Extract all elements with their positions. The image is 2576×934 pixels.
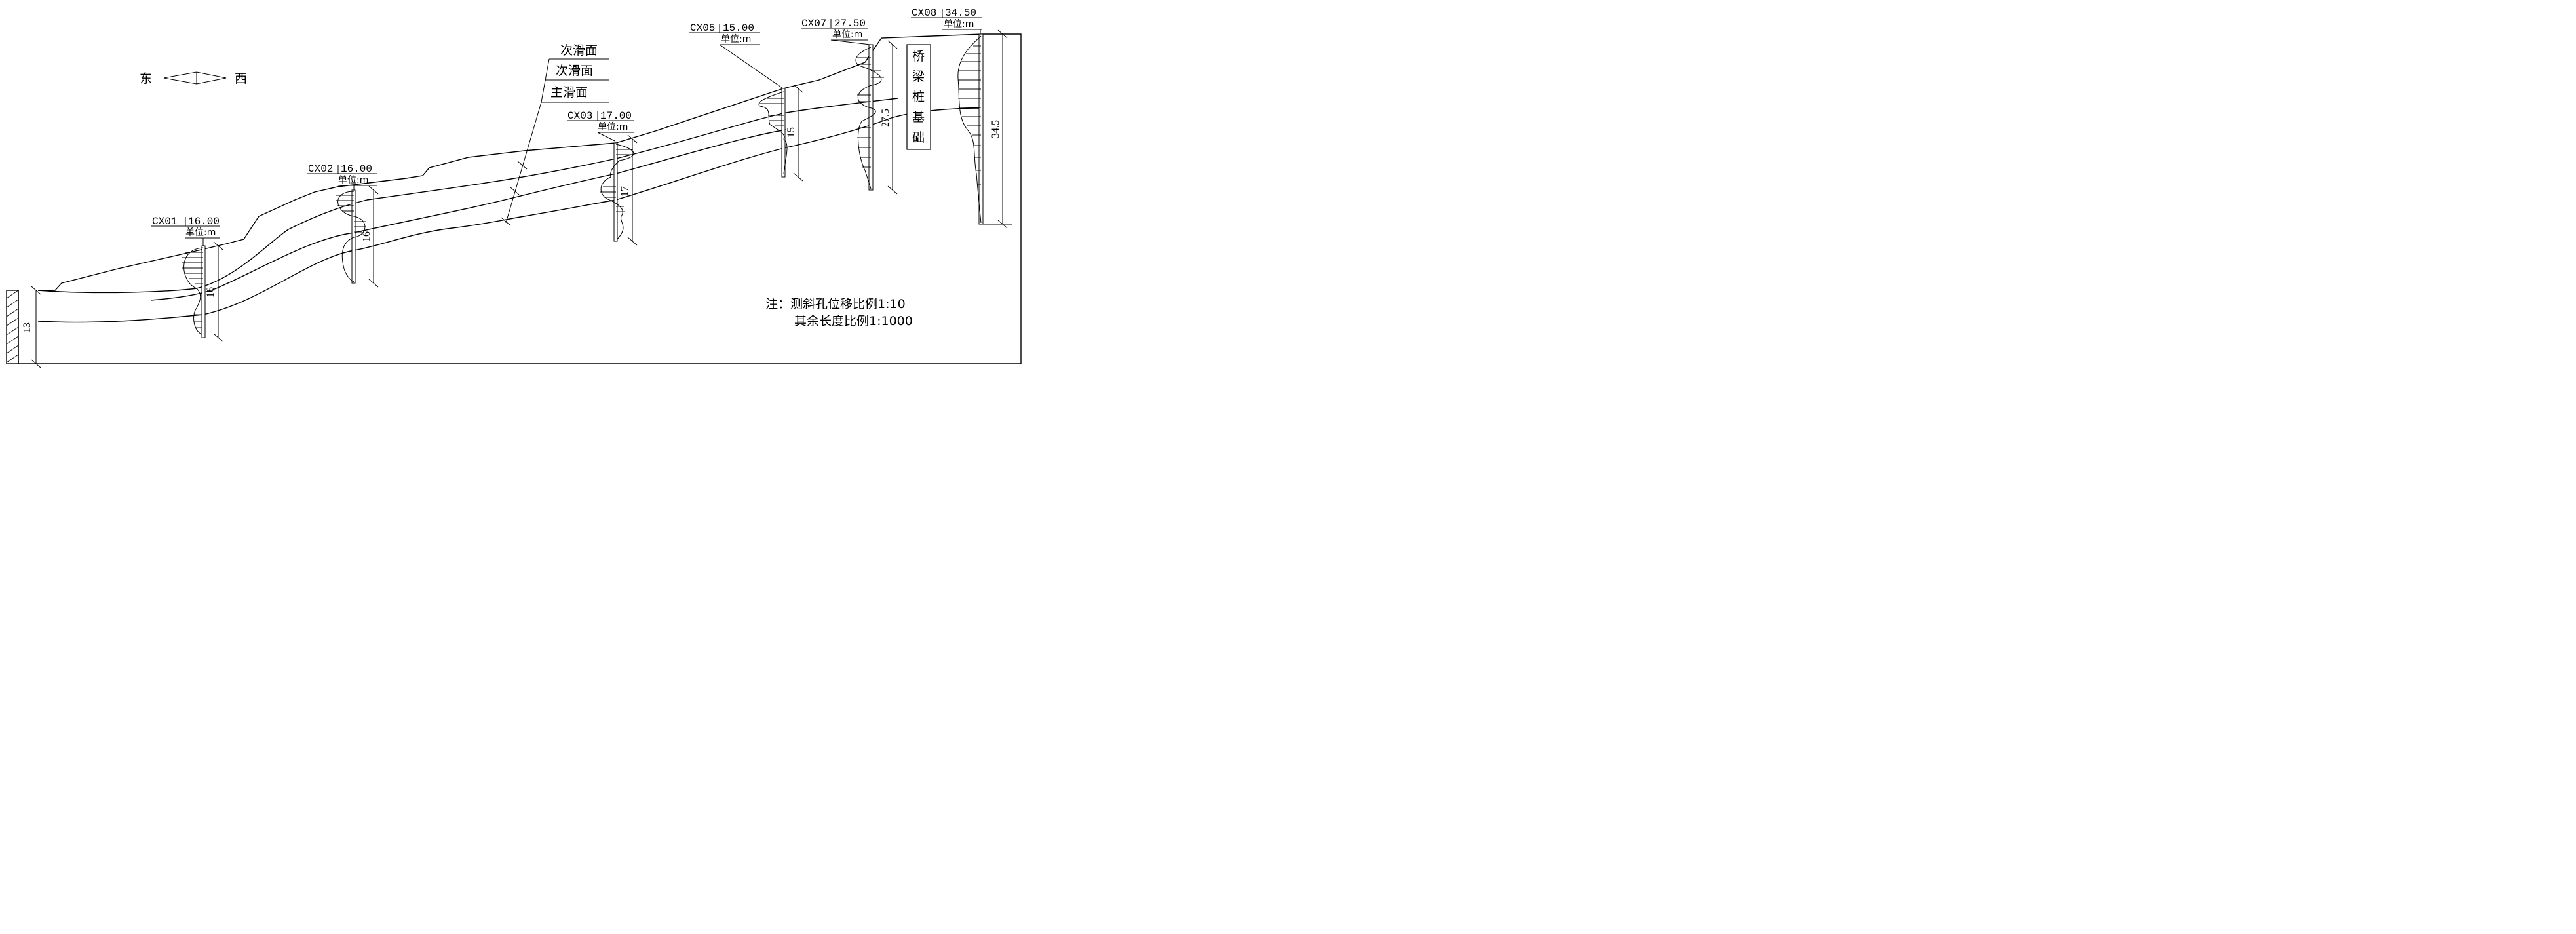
compass-east-label: 东 (140, 71, 152, 86)
cx02-depth: 16.00 (341, 163, 372, 175)
cx01-depth: 16.00 (188, 216, 220, 227)
slip-label-3: 主滑面 (550, 85, 588, 100)
cx07-depth: 27.50 (834, 18, 866, 29)
cx03-dim: 17 (619, 186, 630, 197)
cx08-displacement-hatch (958, 45, 981, 185)
slip-label-2: 次滑面 (556, 64, 593, 78)
cx03-unit: 单位:m (598, 122, 628, 132)
cx01-dim: 16 (205, 287, 216, 298)
cx07-displacement-hatch (857, 57, 884, 168)
cx07-unit: 单位:m (832, 29, 862, 40)
borehole-cx02 (307, 165, 379, 288)
borehole-cx03 (567, 111, 638, 246)
left-dim-label: 13 (22, 322, 33, 333)
secondary-slip-surface-2 (150, 129, 787, 301)
ground-surface-line (38, 33, 984, 291)
slip-surface-leader (501, 58, 609, 226)
borehole-cx01 (151, 217, 223, 342)
cx08-depth: 34.50 (945, 7, 976, 19)
slip-label-1: 次滑面 (560, 43, 598, 58)
profile-canvas: 13 东 西 次滑面 次滑面 主滑面 (6, 7, 1022, 368)
cx05-id: CX05 (690, 22, 715, 34)
cx05-dim: 15 (786, 127, 797, 138)
left-dim-tick-bottom (31, 359, 41, 368)
borehole-cx05 (689, 24, 803, 182)
note-line-1: 注：测斜孔位移比例1:10 (765, 297, 906, 311)
cx05-displacement-hatch (759, 98, 784, 126)
compass-arrow-icon (163, 71, 227, 85)
bridge-label-char-3: 桩 (912, 90, 925, 104)
bridge-label-char-5: 础 (912, 130, 925, 145)
cx03-depth: 17.00 (600, 110, 632, 122)
cx08-id: CX08 (912, 7, 936, 19)
cx01-unit: 单位:m (185, 227, 216, 238)
cx08-unit: 单位:m (944, 19, 974, 29)
landslide-profile-diagram: 13 东 西 次滑面 次滑面 主滑面 (0, 0, 1028, 375)
cx05-unit: 单位:m (721, 34, 751, 45)
bridge-label-char-2: 梁 (912, 69, 925, 84)
borehole-cx08 (911, 9, 1012, 229)
bridge-label-char-4: 基 (912, 110, 925, 125)
cx02-dim: 16 (361, 231, 372, 242)
cx02-unit: 单位:m (338, 175, 368, 185)
cx01-id: CX01 (152, 216, 177, 227)
secondary-slip-surface-1 (37, 98, 898, 294)
cx08-dim: 34.5 (990, 120, 1001, 138)
compass-west-label: 西 (235, 71, 247, 86)
cx07-id: CX07 (801, 18, 826, 29)
left-dim-tick-top (31, 286, 41, 295)
cx02-displacement-hatch (336, 195, 366, 233)
borehole-cx07 (801, 19, 898, 195)
left-wall-hatching (6, 290, 19, 363)
cx05-depth: 15.00 (723, 22, 754, 34)
cx03-id: CX03 (567, 110, 592, 122)
cx07-dim: 27.5 (880, 109, 891, 127)
cx03-displacement-hatch (600, 149, 634, 212)
note-line-2: 其余长度比例1:1000 (794, 314, 913, 328)
left-retaining-wall (6, 290, 19, 364)
bridge-pile-foundation-box (906, 44, 931, 150)
cx01-displacement-hatch (182, 252, 203, 328)
main-slip-surface (37, 107, 982, 323)
bridge-label-char-1: 桥 (912, 49, 925, 64)
cx02-id: CX02 (308, 163, 333, 175)
